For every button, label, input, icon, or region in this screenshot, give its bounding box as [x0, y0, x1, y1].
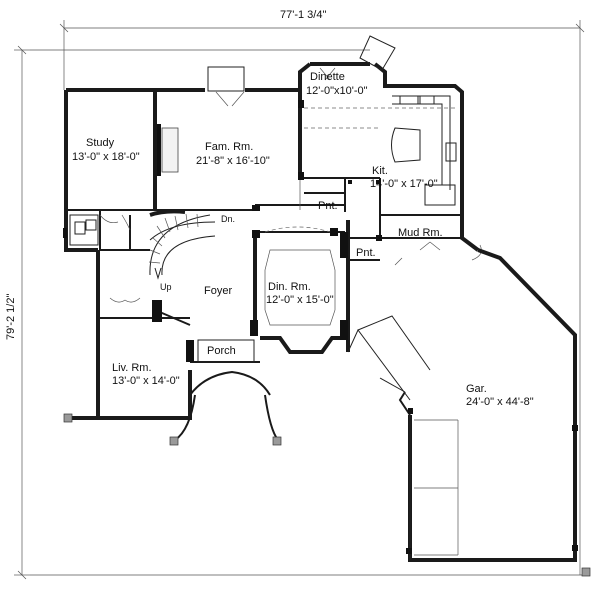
stair-up-label: Up — [160, 282, 172, 292]
living-pier — [63, 413, 73, 423]
dining-table — [264, 249, 336, 326]
dimension-lines — [14, 20, 585, 580]
sink — [85, 219, 97, 231]
porch-name: Porch — [207, 345, 236, 357]
mud-name: Mud Rm. — [398, 227, 443, 239]
bath-closet — [69, 214, 99, 246]
wall-posts — [152, 100, 382, 362]
liv-name: Liv. Rm. — [112, 362, 152, 374]
porch-pier-right — [272, 436, 282, 446]
porch-rect — [197, 339, 255, 363]
study-name: Study — [86, 137, 115, 149]
porch-pier-left — [169, 436, 179, 446]
dinette-name: Dinette — [310, 71, 345, 83]
stair-down-label: Dn. — [221, 214, 235, 224]
din-name: Din. Rm. — [268, 281, 311, 293]
fireplace-hearth — [155, 124, 161, 176]
interior-walls — [66, 90, 462, 335]
pantry1-name: Pnt. — [318, 200, 338, 212]
study-size: 13'-0" x 18'-0" — [72, 151, 140, 163]
din-size: 12'-0" x 15'-0" — [266, 294, 334, 306]
pantry2-name: Pnt. — [356, 247, 376, 259]
gar-name: Gar. — [466, 383, 487, 395]
fam-name: Fam. Rm. — [205, 141, 253, 153]
room-labels: Dinette 12'-0"x10'-0" Study 13'-0" x 18'… — [72, 71, 534, 408]
gar-size: 24'-0" x 44'-8" — [466, 396, 534, 408]
kit-size: 14'-0" x 17'-0" — [370, 178, 438, 190]
overall-height-dimension: 79'-2 1/2" — [5, 294, 17, 340]
liv-size: 13'-0" x 14'-0" — [112, 375, 180, 387]
study-window-post — [63, 228, 67, 238]
garage-bays — [414, 419, 459, 556]
kitchen-fixtures — [359, 35, 457, 206]
fireplace-fam — [161, 127, 179, 173]
staircase — [148, 209, 216, 280]
porch-arch — [189, 370, 271, 396]
foyer-name: Foyer — [204, 285, 232, 297]
fam-size: 21'-8" x 16'-10" — [196, 155, 270, 167]
dining-arch — [264, 226, 331, 233]
porch-rail-right — [264, 394, 279, 441]
kit-name: Kit. — [372, 165, 388, 177]
chimney-top — [207, 66, 245, 92]
toilet — [74, 221, 86, 235]
garage-walls — [347, 208, 591, 577]
doors — [99, 67, 482, 303]
overall-width-dimension: 77'-1 3/4" — [280, 9, 326, 21]
dinette-size: 12'-0"x10'-0" — [306, 85, 368, 97]
